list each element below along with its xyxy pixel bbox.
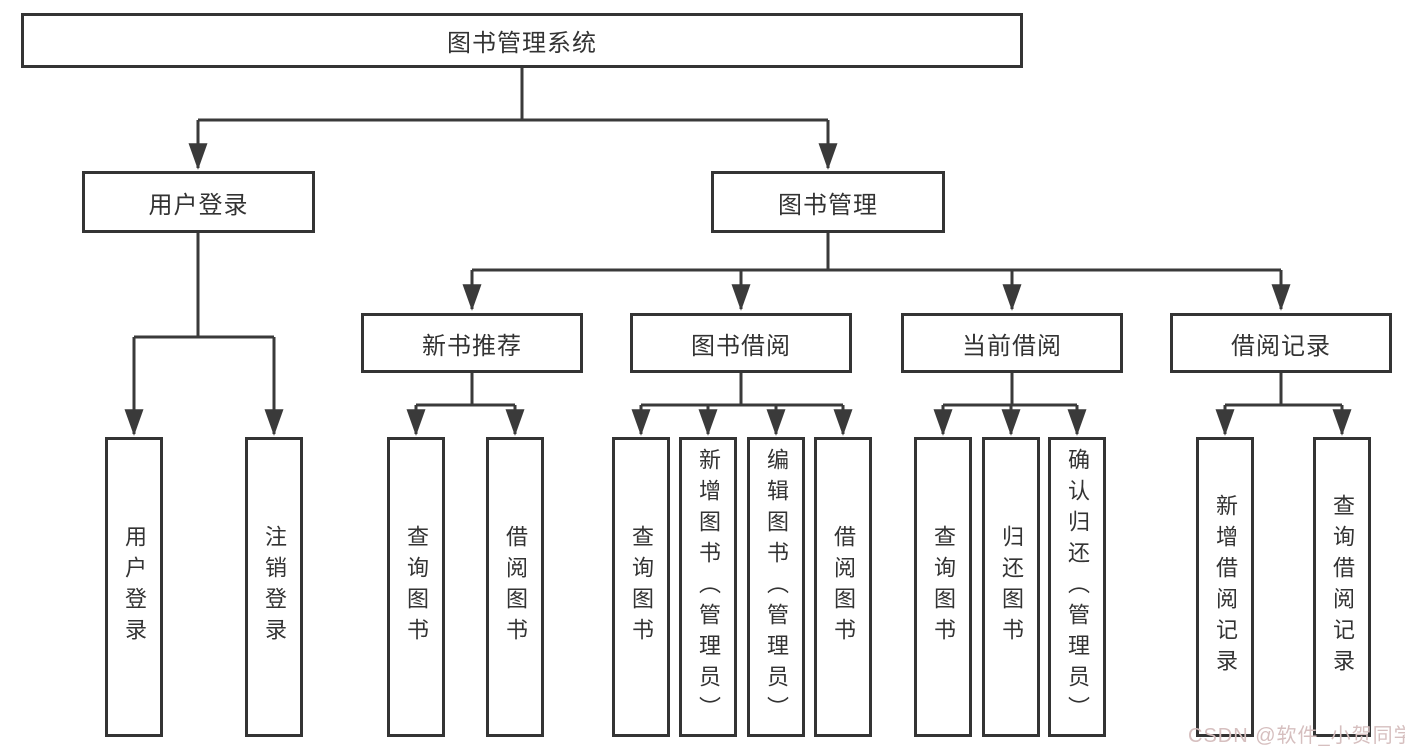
node-book-management: 图书管理 [711, 171, 945, 233]
leaf-return-books-label: 归还图书 [999, 525, 1024, 649]
leaf-user-login-label: 用户登录 [122, 525, 147, 649]
node-current-borrow-label: 当前借阅 [962, 332, 1062, 360]
leaf-return-books: 归还图书 [982, 437, 1040, 737]
node-new-book-recommend: 新书推荐 [361, 313, 583, 373]
leaf-borrow-books-recommend-label: 借阅图书 [503, 525, 528, 649]
csdn-watermark: CSDN @软件_小贺同学 [1188, 725, 1405, 747]
leaf-logout: 注销登录 [245, 437, 303, 737]
node-root-system-label: 图书管理系统 [447, 30, 597, 57]
node-user-login: 用户登录 [82, 171, 315, 233]
leaf-logout-label: 注销登录 [262, 525, 287, 649]
node-book-borrow: 图书借阅 [630, 313, 852, 373]
node-book-borrow-label: 图书借阅 [691, 332, 791, 360]
node-current-borrow: 当前借阅 [901, 313, 1123, 373]
node-user-login-label: 用户登录 [148, 191, 249, 219]
node-new-book-recommend-label: 新书推荐 [422, 332, 522, 360]
node-root-system: 图书管理系统 [21, 13, 1023, 68]
node-book-management-label: 图书管理 [778, 191, 878, 219]
leaf-borrow-books-label: 借阅图书 [831, 525, 856, 649]
leaf-query-borrow-record-label: 查询借阅记录 [1330, 494, 1355, 680]
leaf-add-books-admin: 新增图书（管理员） [679, 437, 737, 737]
leaf-confirm-return-admin-label: 确认归还（管理员） [1065, 447, 1090, 727]
leaf-query-borrow-record: 查询借阅记录 [1313, 437, 1371, 737]
leaf-query-books-borrow: 查询图书 [612, 437, 670, 737]
leaf-add-books-admin-label: 新增图书（管理员） [696, 447, 721, 727]
leaf-query-books-recommend-label: 查询图书 [404, 525, 429, 649]
node-borrow-record-label: 借阅记录 [1231, 332, 1331, 360]
leaf-add-borrow-record: 新增借阅记录 [1196, 437, 1254, 737]
leaf-add-borrow-record-label: 新增借阅记录 [1213, 494, 1238, 680]
leaf-query-books-recommend: 查询图书 [387, 437, 445, 737]
leaf-borrow-books-recommend: 借阅图书 [486, 437, 544, 737]
leaf-confirm-return-admin: 确认归还（管理员） [1048, 437, 1106, 737]
leaf-query-books-current-label: 查询图书 [931, 525, 956, 649]
leaf-query-books-borrow-label: 查询图书 [629, 525, 654, 649]
leaf-user-login: 用户登录 [105, 437, 163, 737]
leaf-edit-books-admin: 编辑图书（管理员） [747, 437, 805, 737]
node-borrow-record: 借阅记录 [1170, 313, 1392, 373]
leaf-edit-books-admin-label: 编辑图书（管理员） [764, 447, 789, 727]
leaf-borrow-books: 借阅图书 [814, 437, 872, 737]
leaf-query-books-current: 查询图书 [914, 437, 972, 737]
